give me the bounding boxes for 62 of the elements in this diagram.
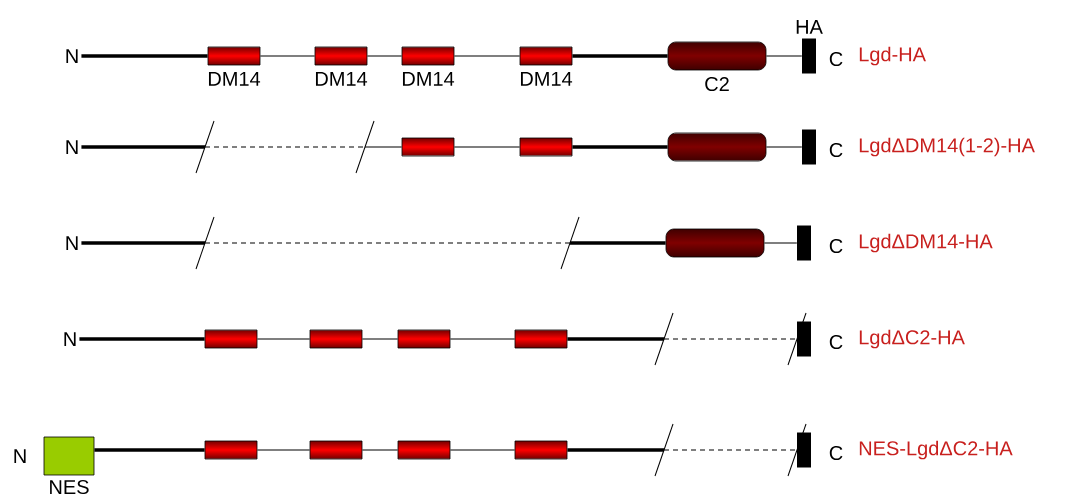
backbone-line bbox=[79, 337, 205, 341]
domain-box: DM14 bbox=[401, 46, 455, 86]
construct-label: NES-LgdΔC2-HA bbox=[859, 440, 1013, 460]
backbone-line bbox=[449, 338, 516, 340]
node-label: HA bbox=[796, 20, 823, 34]
terminus-label: N bbox=[14, 449, 26, 463]
construct-label: LgdΔDM14(1-2)-HA bbox=[859, 137, 1035, 157]
construct-label: Lgd-HA bbox=[859, 46, 926, 66]
backbone-line bbox=[81, 145, 403, 149]
backbone-line bbox=[453, 146, 521, 148]
domain-box: DM14 bbox=[207, 46, 261, 86]
backbone-line bbox=[256, 338, 311, 340]
backbone-line bbox=[763, 242, 798, 244]
domain-box bbox=[514, 329, 568, 349]
domain-box bbox=[309, 440, 363, 460]
rounded-domain-box bbox=[665, 228, 765, 258]
tag-bar bbox=[797, 225, 811, 261]
domain-box bbox=[397, 440, 451, 460]
domain-box bbox=[309, 329, 363, 349]
terminus-label: N bbox=[66, 140, 78, 154]
domain-box: DM14 bbox=[314, 46, 368, 86]
domain-box bbox=[204, 329, 258, 349]
node-label: DM14 bbox=[402, 71, 455, 86]
tag-bar bbox=[797, 321, 811, 357]
tag-bar bbox=[797, 432, 811, 468]
construct-label: LgdΔC2-HA bbox=[859, 329, 965, 349]
backbone-line bbox=[765, 146, 803, 148]
terminus-label: N bbox=[66, 236, 78, 250]
backbone-line bbox=[81, 241, 666, 245]
node-label: DM14 bbox=[208, 71, 261, 86]
rounded-domain-box: C2 bbox=[667, 41, 767, 92]
domain-box bbox=[519, 137, 573, 157]
construct-label: LgdΔDM14-HA bbox=[859, 233, 993, 253]
backbone-line bbox=[259, 55, 316, 57]
terminus-label: N bbox=[66, 49, 78, 63]
node-label: C2 bbox=[705, 76, 729, 92]
backbone-line bbox=[361, 338, 399, 340]
backbone-line bbox=[453, 55, 521, 57]
node-label: DM14 bbox=[315, 71, 368, 86]
tag-bar bbox=[802, 129, 816, 165]
backbone-line bbox=[572, 54, 668, 58]
domain-box bbox=[514, 440, 568, 460]
backbone-line bbox=[94, 448, 205, 452]
rounded-domain-box bbox=[667, 132, 767, 162]
backbone-line bbox=[81, 54, 208, 58]
node-label: NES bbox=[50, 479, 89, 495]
backbone-line bbox=[366, 55, 403, 57]
domain-box bbox=[401, 137, 455, 157]
signal-box: NES bbox=[43, 436, 95, 495]
backbone-line bbox=[567, 337, 798, 341]
terminus-label: N bbox=[64, 332, 76, 346]
backbone-line bbox=[765, 55, 803, 57]
backbone-line bbox=[449, 449, 516, 451]
backbone-line bbox=[572, 145, 668, 149]
backbone-line bbox=[256, 449, 311, 451]
node-label: DM14 bbox=[520, 71, 573, 86]
tag-bar: HA bbox=[796, 20, 823, 74]
domain-box bbox=[204, 440, 258, 460]
domain-box bbox=[397, 329, 451, 349]
backbone-line bbox=[567, 448, 798, 452]
domain-box: DM14 bbox=[519, 46, 573, 86]
backbone-line bbox=[361, 449, 399, 451]
